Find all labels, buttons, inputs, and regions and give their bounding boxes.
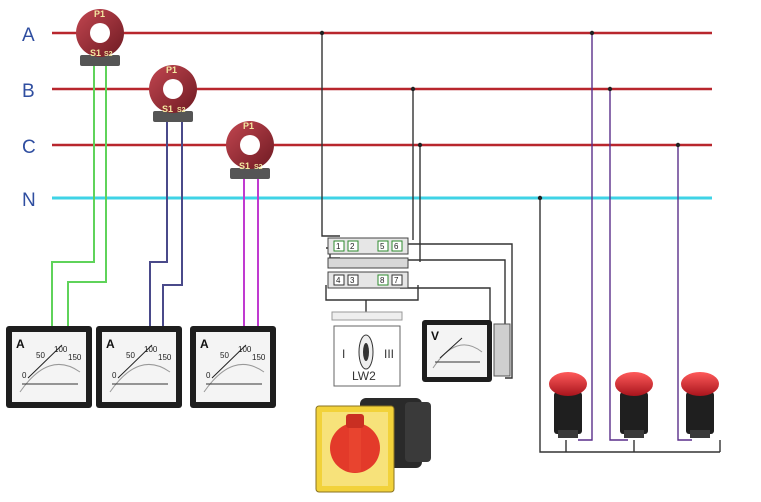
ammeter-c: A 0 50 100 150 — [190, 326, 276, 408]
bus-label-b: B — [22, 81, 35, 102]
current-transformer-b: P1 S1 S2 — [149, 65, 197, 122]
bus-label-a: A — [22, 25, 35, 46]
switch-terminal-6: 6 — [394, 242, 399, 251]
ct-b-p1-label: P1 — [166, 65, 177, 75]
lw2-label: LW2 — [352, 369, 376, 383]
indicator-lamp-3 — [681, 372, 719, 438]
voltmeter: V — [422, 320, 511, 382]
rotary-selector-switch — [315, 398, 431, 493]
ammeter-b-unit: A — [106, 337, 115, 351]
ammeter-c-scale-0: 0 — [206, 371, 211, 380]
switch-terminal-3: 3 — [350, 276, 355, 285]
junction-dots — [319, 30, 681, 201]
ct-b-s1-label: S1 — [162, 104, 173, 114]
bus-label-n: N — [22, 190, 36, 211]
ct-c-secondary-wires — [243, 178, 259, 330]
ct-b-s2-label: S2 — [177, 107, 186, 114]
ct-c-s1-label: S1 — [239, 161, 250, 171]
lamp-wires — [539, 33, 721, 453]
current-transformer-c: P1 S1 S2 — [226, 121, 274, 179]
ct-c-s2-label: S2 — [254, 164, 263, 171]
lw2-switch-symbol: I III LW2 — [331, 311, 403, 387]
ammeter-c-scale-1: 50 — [220, 351, 229, 360]
switch-terminal-8: 8 — [380, 276, 385, 285]
ct-a-secondary-wires — [51, 64, 107, 330]
ammeter-b-scale-1: 50 — [126, 351, 135, 360]
current-transformer-a: P1 S1 S2 — [76, 9, 124, 66]
ct-a-s2-label: S2 — [104, 51, 113, 58]
switch-terminal-1: 1 — [336, 242, 341, 251]
ammeter-b-scale-0: 0 — [112, 371, 117, 380]
ammeter-c-unit: A — [200, 337, 209, 351]
ammeter-b-scale-2: 100 — [144, 345, 158, 354]
ammeter-a-scale-0: 0 — [22, 371, 27, 380]
indicator-lamp-2 — [615, 372, 653, 438]
ct-a-s1-label: S1 — [90, 48, 101, 58]
ammeter-a-unit: A — [16, 337, 25, 351]
ct-b-secondary-wires — [149, 120, 183, 330]
ammeter-b: A 0 50 100 150 — [96, 326, 182, 408]
voltmeter-unit: V — [431, 329, 439, 343]
lw2-position-right: III — [384, 347, 394, 361]
ammeter-a-scale-1: 50 — [36, 351, 45, 360]
bus-label-c: C — [22, 137, 36, 158]
switch-terminal-5: 5 — [380, 242, 385, 251]
ct-c-p1-label: P1 — [243, 121, 254, 131]
ammeter-a-scale-2: 100 — [54, 345, 68, 354]
ammeter-c-scale-2: 100 — [238, 345, 252, 354]
switch-terminal-7: 7 — [394, 276, 399, 285]
lw2-position-left: I — [342, 347, 345, 361]
ammeter-c-scale-3: 150 — [252, 353, 266, 362]
ct-a-p1-label: P1 — [94, 9, 105, 19]
indicator-lamp-1 — [549, 372, 587, 438]
ammeter-a: A 0 50 100 150 — [6, 326, 92, 408]
switch-terminal-2: 2 — [350, 242, 355, 251]
switch-terminal-4: 4 — [336, 276, 341, 285]
switch-terminal-block: 1 2 5 6 4 3 8 7 — [327, 237, 409, 289]
ammeter-b-scale-3: 150 — [158, 353, 172, 362]
ammeter-a-scale-3: 150 — [68, 353, 82, 362]
